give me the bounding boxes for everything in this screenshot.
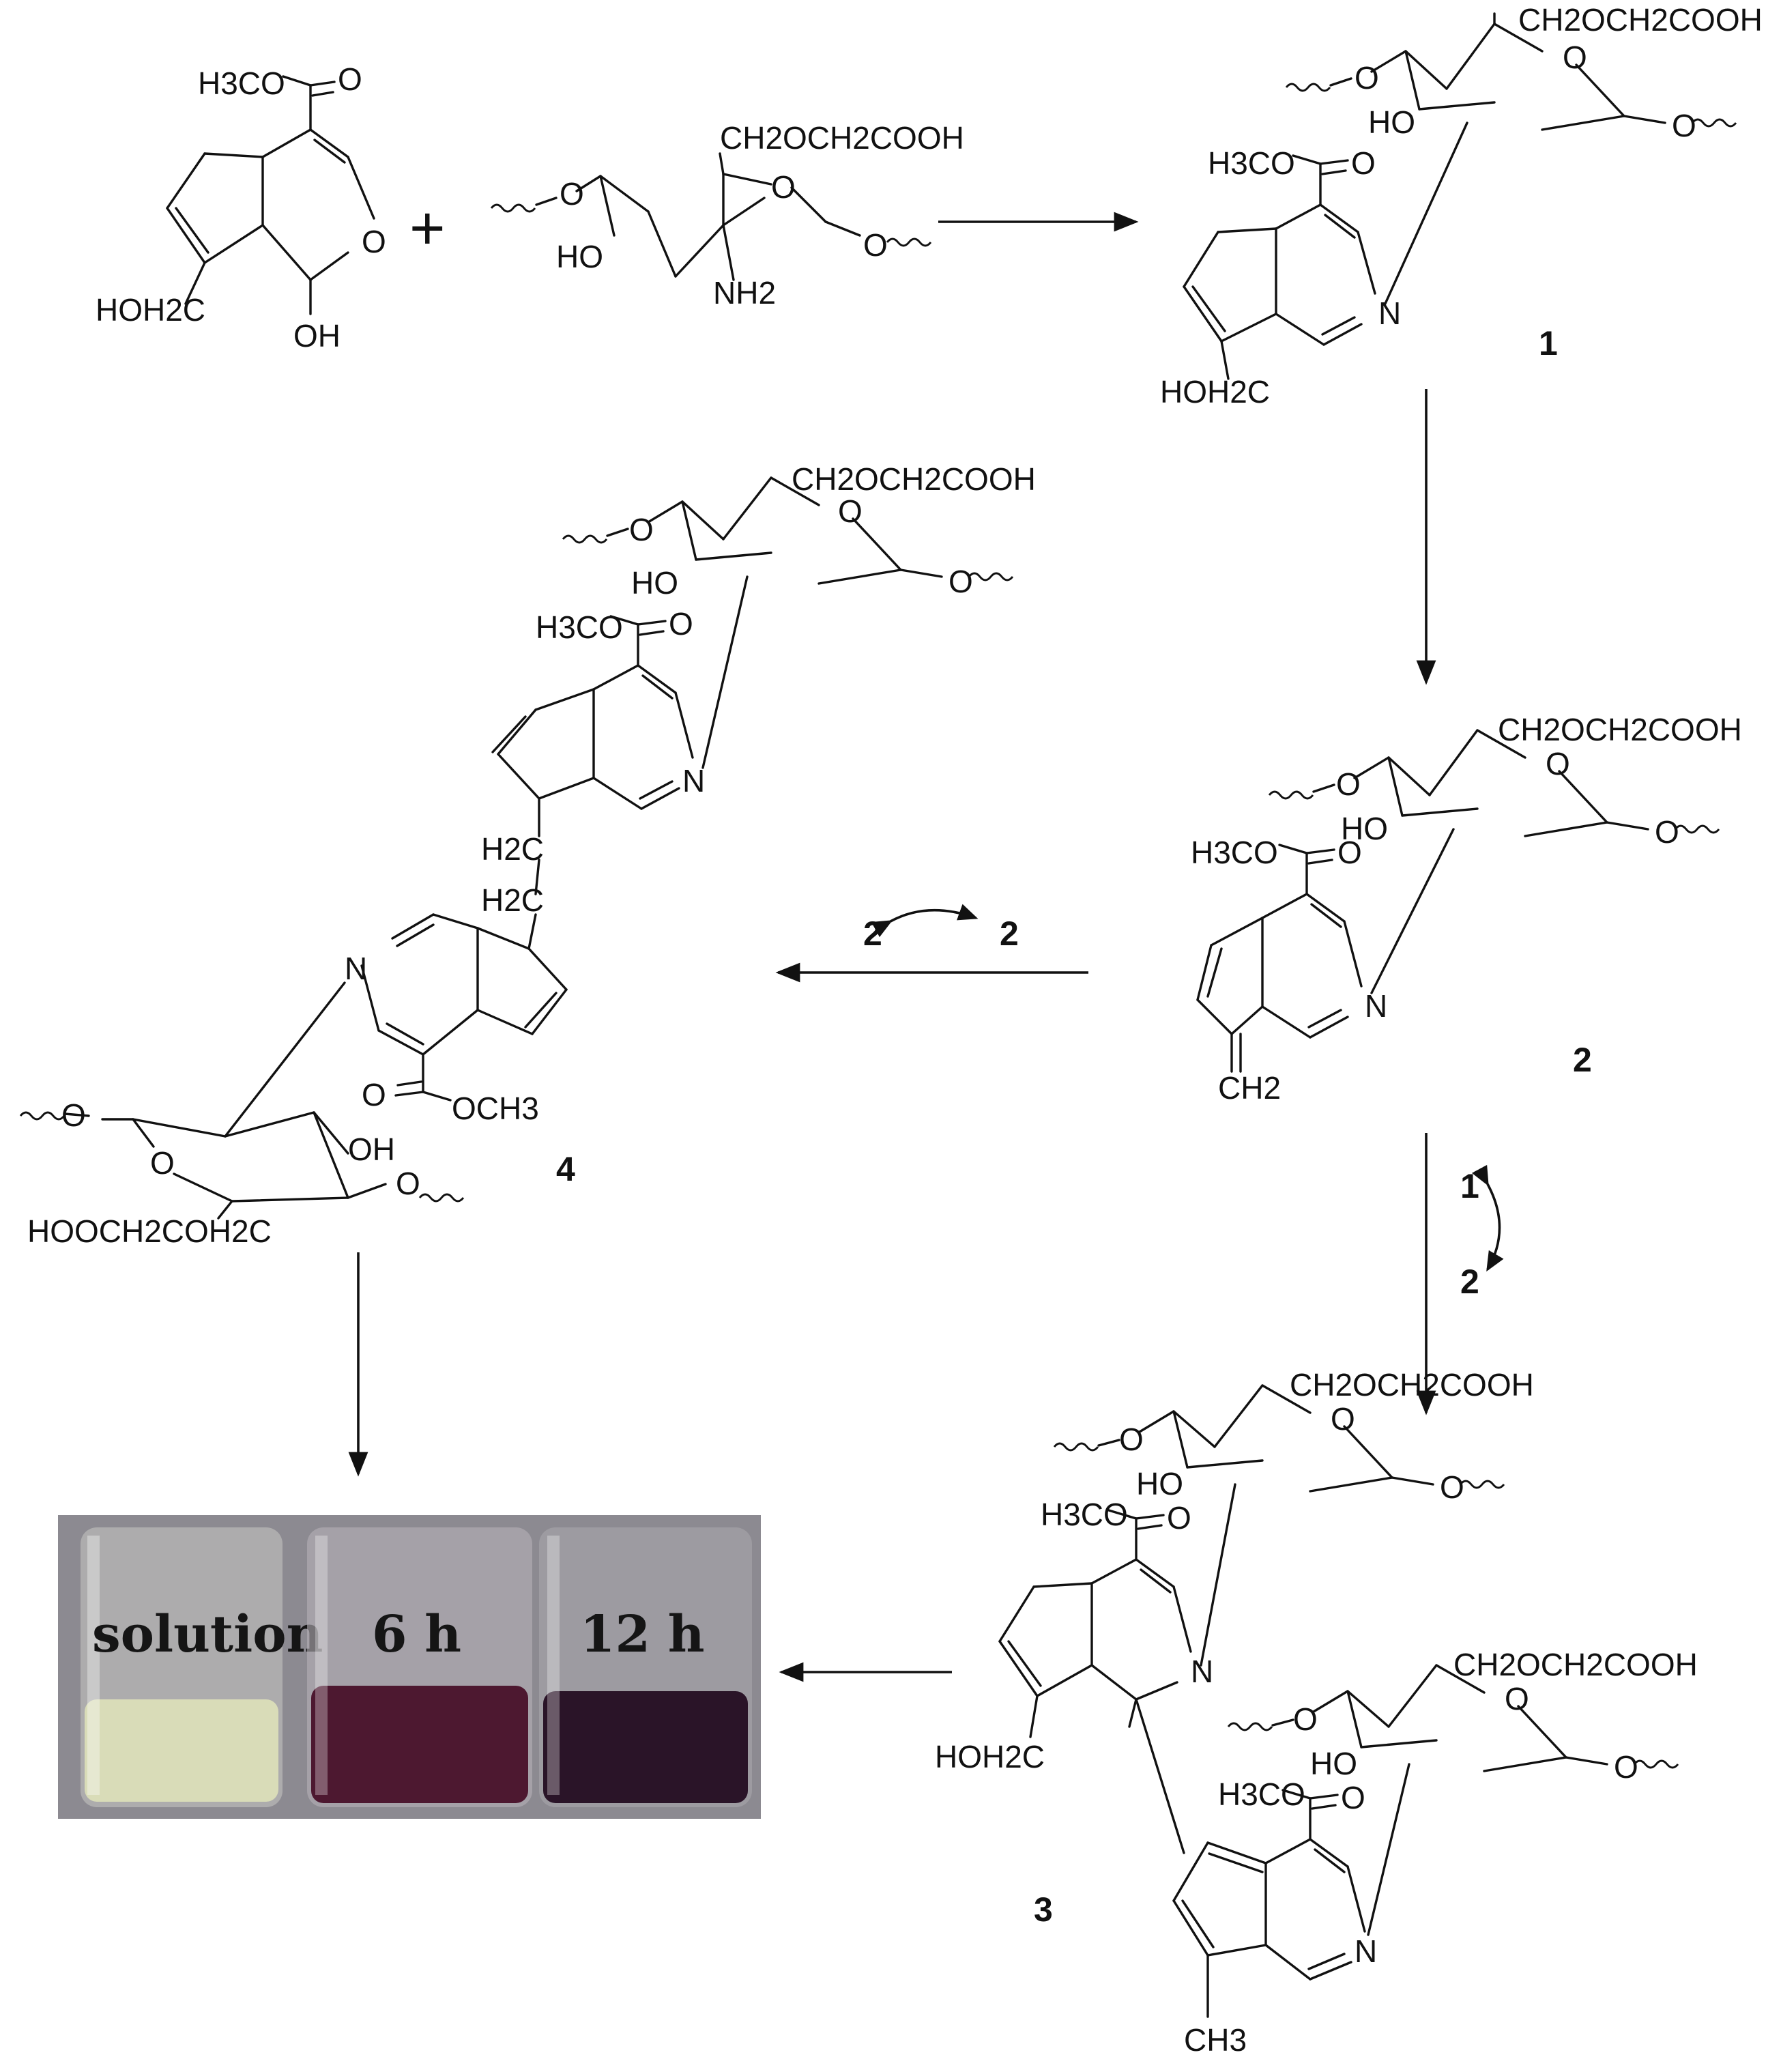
carboxymethyl-group: CH2OCH2COOH	[1518, 2, 1763, 38]
glycosidic-oxygen: O	[1293, 1701, 1318, 1737]
glycosidic-oxygen: O	[1336, 766, 1361, 802]
photo-label-12h: 12 h	[580, 1605, 705, 1664]
methyl-group: CH3	[1184, 2022, 1247, 2058]
ring-nitrogen: N	[682, 763, 705, 798]
hydroxyl-group: OH	[293, 318, 341, 354]
compound-label-3: 3	[1034, 1890, 1053, 1929]
dimerization-curved-arrow	[871, 904, 979, 938]
compound-2: CH2OCH2COOH O O HO O H3CO O N CH2	[1191, 712, 1742, 1106]
methyl-ester-group: H3CO	[1041, 1497, 1128, 1532]
methyl-ester-group: H3CO	[1191, 835, 1278, 870]
ring-oxygen: O	[1331, 1401, 1355, 1437]
glycosidic-oxygen: O	[1440, 1469, 1464, 1505]
hydroxyl-group: HO	[1368, 104, 1415, 140]
glycosidic-oxygen: O	[1119, 1422, 1144, 1457]
carbonyl-oxygen: O	[1167, 1500, 1191, 1536]
ring-oxygen: O	[1505, 1681, 1529, 1716]
glycosidic-oxygen: O	[1355, 60, 1379, 96]
glycosidic-oxygen: O	[396, 1166, 420, 1201]
glycosidic-oxygen: O	[61, 1097, 86, 1133]
ring-nitrogen: N	[1378, 296, 1401, 331]
photo-label-solution: solution	[92, 1605, 323, 1664]
ring-nitrogen: N	[345, 951, 367, 986]
hydroxymethyl-group: HOH2C	[1160, 374, 1270, 409]
methylene-group: H2C	[481, 831, 544, 867]
reaction-label-right: 2	[1000, 915, 1019, 953]
ring-oxygen: O	[1563, 40, 1587, 75]
beaker-photo: solution 6 h 12 h	[58, 1515, 761, 1819]
glycosidic-oxygen: O	[560, 176, 584, 212]
amino-group: NH2	[713, 275, 776, 311]
ring-nitrogen: N	[1355, 1933, 1377, 1969]
compound-3: CH2OCH2COOH O O HO O H3CO O N HOH2C	[935, 1367, 1698, 2058]
compound-4: CH2OCH2COOH O O HO O H3CO O N H2C H2C	[19, 461, 1036, 1249]
compound-label-1: 1	[1539, 324, 1558, 362]
reaction-label-top: 1	[1460, 1167, 1479, 1205]
ring-oxygen: O	[150, 1145, 175, 1181]
hydroxyl-group: HO	[1136, 1466, 1183, 1501]
dark-12h-liquid	[543, 1691, 748, 1803]
methylene-group: CH2	[1218, 1070, 1281, 1106]
beaker-solution: solution	[81, 1527, 323, 1807]
genipin-structure: H3CO O O HOH2C OH	[96, 61, 386, 354]
carboxymethyl-group: CH2OCH2COOH	[792, 461, 1036, 497]
carbonyl-oxygen: O	[1337, 835, 1362, 870]
glycosidic-oxygen: O	[1614, 1749, 1638, 1785]
ring-oxygen: O	[838, 493, 863, 529]
ring-oxygen: O	[1546, 746, 1570, 781]
compound-label-2: 2	[1573, 1041, 1592, 1079]
hydroxymethyl-group: HOH2C	[935, 1739, 1045, 1774]
carbonyl-oxygen: O	[669, 606, 693, 642]
hydroxymethyl-group: HOH2C	[96, 292, 205, 328]
methylene-group: H2C	[481, 882, 544, 918]
glycosidic-oxygen: O	[1655, 814, 1679, 850]
carboxymethyl-group: CH2OCH2COOH	[1290, 1367, 1534, 1402]
crosslink-curved-arrow	[1471, 1164, 1504, 1272]
reaction-label-bottom: 2	[1460, 1263, 1479, 1301]
carbonyl-oxygen: O	[362, 1077, 386, 1112]
compound-label-4: 4	[556, 1150, 575, 1188]
carbonyl-oxygen: O	[338, 61, 362, 97]
methyl-ester-group: H3CO	[1208, 145, 1295, 181]
hydroxyl-group: HO	[1341, 811, 1388, 846]
hydroxyl-group: HO	[631, 565, 678, 601]
carboxymethyl-group: CH2OCH2COOH	[720, 120, 964, 156]
compound-1: CH2OCH2COOH O O HO O H3CO O N HOH2C	[1160, 2, 1763, 409]
methyl-ester-group: OCH3	[452, 1091, 539, 1126]
ring-nitrogen: N	[1191, 1654, 1213, 1689]
clear-solution-liquid	[85, 1699, 278, 1802]
plus-sign: +	[409, 195, 446, 263]
ring-oxygen: O	[771, 169, 796, 205]
purple-6h-liquid	[311, 1686, 528, 1803]
glycosidic-oxygen: O	[1672, 108, 1696, 143]
hydroxyl-group: HO	[556, 239, 603, 274]
hydroxyl-group: OH	[348, 1132, 395, 1167]
beaker-6h: 6 h	[307, 1527, 532, 1807]
carbonyl-oxygen: O	[1341, 1780, 1365, 1815]
hydroxyl-group: HO	[1310, 1746, 1357, 1781]
glycosidic-oxygen: O	[863, 227, 888, 263]
ring-oxygen: O	[362, 224, 386, 259]
carboxymethyl-group: CH2OCH2COOH	[1498, 712, 1742, 747]
glycosidic-oxygen: O	[629, 512, 654, 547]
methyl-ester-group: H3CO	[1218, 1776, 1305, 1812]
methyl-ester-group: H3CO	[536, 609, 623, 645]
beaker-12h: 12 h	[539, 1527, 752, 1807]
photo-label-6h: 6 h	[372, 1605, 461, 1664]
ring-nitrogen: N	[1365, 988, 1387, 1024]
glycosidic-oxygen: O	[949, 564, 973, 599]
reaction-label-left: 2	[863, 915, 882, 953]
methyl-ester-group: H3CO	[198, 66, 285, 101]
carbonyl-oxygen: O	[1351, 145, 1376, 181]
carboxymethyl-group: HOOCH2COH2C	[27, 1213, 272, 1249]
chitosan-unit: O CH2OCH2COOH O HO O NH2	[490, 120, 964, 311]
carboxymethyl-group: CH2OCH2COOH	[1453, 1647, 1698, 1682]
